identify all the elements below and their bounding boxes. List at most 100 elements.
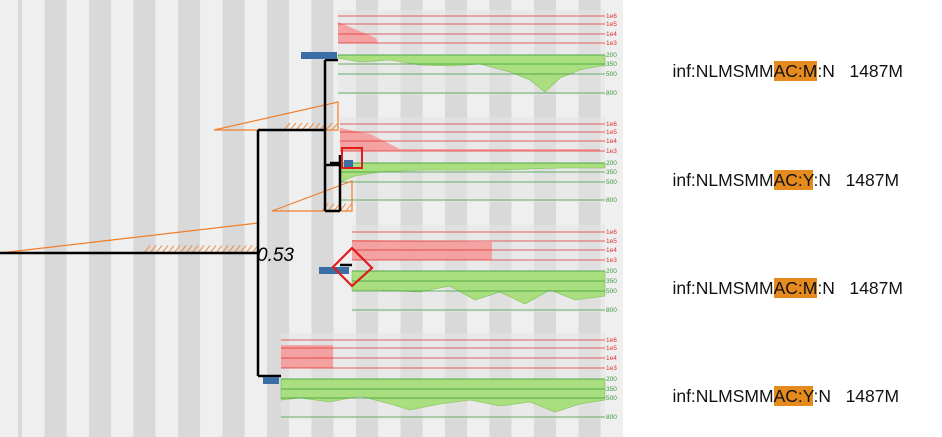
stripe-dark <box>89 0 112 437</box>
stripe-light <box>22 0 45 437</box>
green-tick-label: 200 <box>606 268 617 275</box>
leaf-panels: 1e61e51e41e32003505008001e61e51e41e32003… <box>280 10 617 421</box>
red-tick-label: 1e3 <box>606 40 617 47</box>
coverage-area <box>351 270 606 305</box>
red-tick-label: 1e4 <box>606 247 617 254</box>
stripe-light <box>378 0 401 437</box>
leaf-markers <box>263 52 353 384</box>
leaf-label-prefix: inf:NLMSMM <box>672 61 774 81</box>
coverage-area <box>280 378 606 413</box>
stripe-light <box>556 0 579 437</box>
leaf-marker-4 <box>263 377 279 384</box>
red-tick-label: 1e4 <box>606 31 617 38</box>
stripe-dark <box>534 0 557 437</box>
leaf-label-highlight: AC:M <box>773 278 818 298</box>
red-tick-label: 1e6 <box>606 337 617 344</box>
green-tick-label: 800 <box>606 90 617 97</box>
stripe-dark <box>267 0 290 437</box>
stripe-dark <box>356 0 379 437</box>
green-tick-label: 200 <box>606 376 617 383</box>
stripe-dark <box>133 0 156 437</box>
stripe-dark <box>400 0 423 437</box>
stripe-light <box>244 0 267 437</box>
selection-square[interactable] <box>341 147 363 169</box>
stripe-light <box>66 0 89 437</box>
green-tick-label: 500 <box>606 179 617 186</box>
green-tick-label: 200 <box>606 52 617 59</box>
stripe-dark <box>578 0 601 437</box>
stripe-light <box>422 0 445 437</box>
stripe-dark <box>44 0 67 437</box>
stripe-light <box>333 0 356 437</box>
red-tick-label: 1e3 <box>606 257 617 264</box>
stripe-light <box>111 0 134 437</box>
leaf-marker-2 <box>344 160 353 167</box>
green-tick-label: 500 <box>606 71 617 78</box>
leaf-label-suffix: :N <box>817 61 835 81</box>
green-tick-label: 350 <box>606 386 617 393</box>
stripe-light <box>155 0 178 437</box>
red-tick-label: 1e3 <box>606 148 617 155</box>
panel-bg <box>340 117 605 202</box>
leaf-label-tail: 1487M <box>845 170 900 190</box>
leaf-label-1[interactable]: inf:NLMSMMAC:M:N 1487M <box>653 40 903 103</box>
green-tick-label: 500 <box>606 288 617 295</box>
leaf-label-tail: 1487M <box>849 278 903 298</box>
density-hatch <box>325 122 333 131</box>
log-likelihood-area <box>338 22 378 43</box>
red-tick-label: 1e3 <box>606 365 617 372</box>
green-tick-label: 350 <box>606 278 617 285</box>
stripe-light <box>200 0 223 437</box>
stripe-light <box>600 0 623 437</box>
red-tick-label: 1e4 <box>606 138 617 145</box>
leaf-label-tail: 1487M <box>845 386 900 406</box>
leaf-label-highlight: AC:Y <box>773 386 814 406</box>
leaf-panel-3: 1e6 1e5 1e4 1e3 200 350 500 800 <box>351 225 617 314</box>
leaf-label-prefix: inf:NLMSMM <box>672 170 774 190</box>
red-tick-label: 1e5 <box>606 21 617 28</box>
leaf-label-2[interactable]: inf:NLMSMMAC:Y:N 1487M <box>653 149 899 212</box>
selection-markers[interactable] <box>331 147 374 288</box>
stripe-light <box>0 0 18 437</box>
stripe-dark <box>445 0 468 437</box>
density-hatch <box>331 122 339 131</box>
green-tick-label: 200 <box>606 160 617 167</box>
green-tick-label: 350 <box>606 169 617 176</box>
stripe-light <box>511 0 534 437</box>
green-tick-label: 800 <box>606 197 617 204</box>
red-tick-label: 1e6 <box>606 121 617 128</box>
leaf-label-highlight: AC:M <box>773 61 818 81</box>
stripe-dark <box>311 0 334 437</box>
green-tick-label: 500 <box>606 395 617 402</box>
red-tick-label: 1e5 <box>606 345 617 352</box>
green-tick-label: 800 <box>606 307 617 314</box>
stripe-dark <box>489 0 512 437</box>
leaf-label-tail: 1487M <box>849 61 903 81</box>
red-tick-label: 1e4 <box>606 355 617 362</box>
log-likelihood-area <box>281 345 333 368</box>
stripe-light <box>467 0 490 437</box>
coverage-area <box>339 162 606 183</box>
leaf-label-prefix: inf:NLMSMM <box>672 278 774 298</box>
stripe-dark <box>222 0 245 437</box>
green-tick-label: 800 <box>606 414 617 421</box>
leaf-label-suffix: :N <box>817 278 835 298</box>
red-tick-label: 1e6 <box>606 229 617 236</box>
density-hatch <box>345 203 353 212</box>
stripe-dark <box>178 0 201 437</box>
leaf-label-4[interactable]: inf:NLMSMMAC:Y:N 1487M <box>653 365 899 428</box>
leaf-label-prefix: inf:NLMSMM <box>672 386 774 406</box>
green-tick-label: 350 <box>606 61 617 68</box>
leaf-label-suffix: :N <box>813 170 831 190</box>
bootstrap-value: 0.53 <box>257 245 294 266</box>
leaf-marker-1 <box>301 52 337 59</box>
leaf-label-highlight: AC:Y <box>773 170 814 190</box>
density-outline <box>271 180 353 212</box>
leaf-label-3[interactable]: inf:NLMSMMAC:M:N 1487M <box>653 257 903 320</box>
red-tick-label: 1e5 <box>606 238 617 245</box>
selection-diamond[interactable] <box>331 246 374 288</box>
